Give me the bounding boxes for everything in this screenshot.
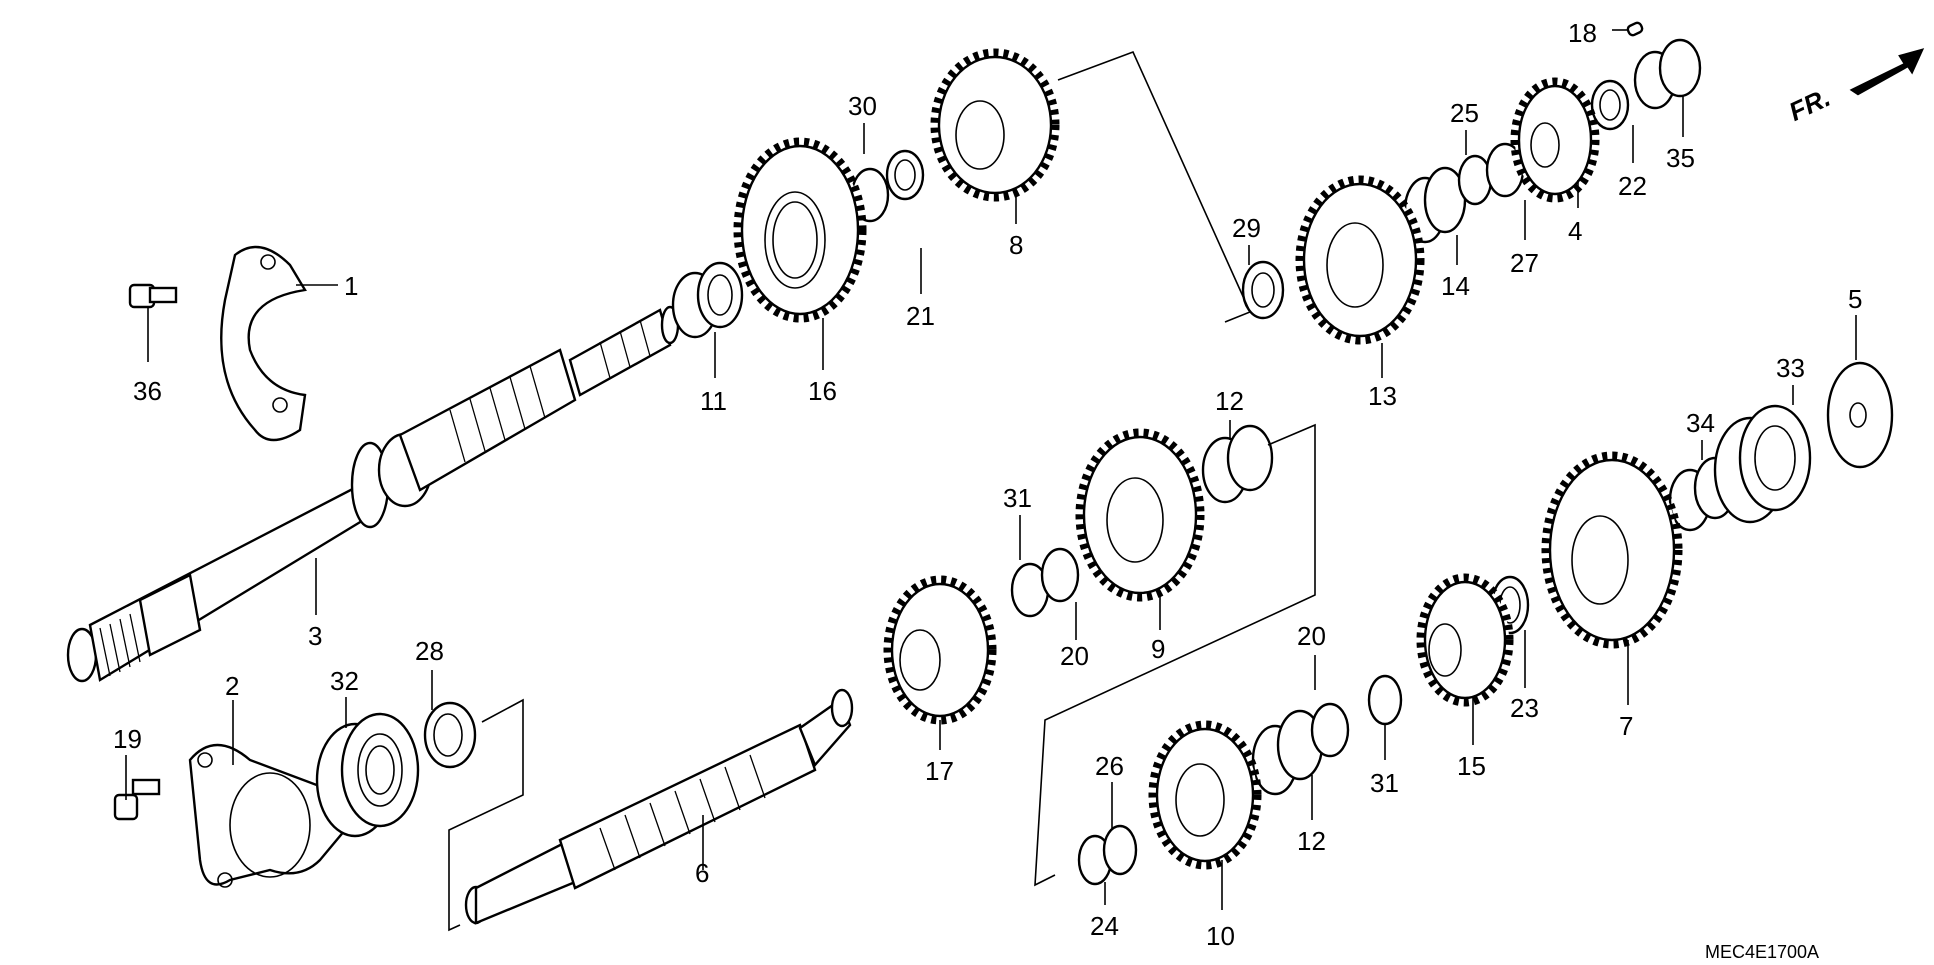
callout-17: 17 [925, 756, 954, 786]
bearing-32 [315, 712, 420, 838]
callout-10: 10 [1206, 921, 1235, 951]
washer-29 [1241, 260, 1285, 320]
diagram-code: MEC4E1700A [1705, 942, 1819, 962]
gear-8 [930, 48, 1060, 202]
front-direction-arrow: FR. [1784, 48, 1925, 127]
lock-washer-20-lower [1310, 702, 1350, 758]
bearing-12-upper [1201, 424, 1274, 504]
snap-ring-31-lower [1367, 674, 1403, 726]
callout-29: 29 [1232, 213, 1261, 243]
leader-lines [125, 29, 1857, 910]
callout-32: 32 [330, 666, 359, 696]
gear-13 [1295, 175, 1425, 345]
callout-14: 14 [1441, 271, 1470, 301]
lock-washer-20-upper [1040, 547, 1080, 603]
callout-2: 2 [225, 671, 239, 701]
gear-10 [1148, 720, 1262, 870]
assembly-lines [448, 50, 1316, 932]
callout-34: 34 [1686, 408, 1715, 438]
gear-7 [1541, 451, 1683, 649]
bolt-36 [128, 283, 178, 309]
callout-4: 4 [1568, 216, 1582, 246]
callout-22: 22 [1618, 171, 1647, 201]
callout-6: 6 [695, 858, 709, 888]
callout-19: 19 [113, 724, 142, 754]
bolt-19 [113, 778, 161, 821]
lock-washer-26 [1102, 824, 1138, 876]
lock-washer-25 [1457, 154, 1493, 206]
gear-17 [883, 575, 997, 725]
callout-1: 1 [344, 271, 358, 301]
callout-31-lower: 31 [1370, 768, 1399, 798]
callout-30: 30 [848, 91, 877, 121]
gear-4 [1510, 77, 1600, 203]
callout-12-lower: 12 [1297, 826, 1326, 856]
gear-15 [1416, 573, 1514, 707]
bearing-33 [1713, 404, 1812, 524]
callout-16: 16 [808, 376, 837, 406]
callout-35: 35 [1666, 143, 1695, 173]
front-direction-label: FR. [1784, 82, 1835, 127]
callout-3: 3 [308, 621, 322, 651]
callout-23: 23 [1510, 693, 1539, 723]
gear-16 [733, 137, 867, 323]
callout-25: 25 [1450, 98, 1479, 128]
callout-20-upper: 20 [1060, 641, 1089, 671]
bushing-11 [671, 261, 744, 339]
washer-22 [1590, 79, 1630, 131]
callout-9: 9 [1151, 634, 1165, 664]
callout-15: 15 [1457, 751, 1486, 781]
dowel-pin-18 [1626, 21, 1644, 37]
callout-24: 24 [1090, 911, 1119, 941]
washer-28 [423, 701, 477, 769]
callout-31-upper: 31 [1003, 483, 1032, 513]
callout-26: 26 [1095, 751, 1124, 781]
callout-28: 28 [415, 636, 444, 666]
setting-plate-1 [220, 245, 307, 442]
callout-12-upper: 12 [1215, 386, 1244, 416]
callout-27: 27 [1510, 248, 1539, 278]
callout-13: 13 [1368, 381, 1397, 411]
bushing-14 [1403, 166, 1467, 244]
mainshaft-part [66, 305, 680, 683]
callout-20-lower: 20 [1297, 621, 1326, 651]
callout-7: 7 [1619, 711, 1633, 741]
callout-labels: 1 2 3 4 5 6 7 8 9 10 11 12 12 13 14 15 1… [113, 18, 1862, 962]
callout-21: 21 [906, 301, 935, 331]
bearing-35 [1633, 38, 1702, 110]
oil-seal-5 [1826, 361, 1894, 469]
setting-plate-2 [188, 743, 350, 888]
countershaft-part [464, 688, 854, 925]
callout-36: 36 [133, 376, 162, 406]
gear-9 [1075, 428, 1205, 602]
washer-30 [885, 149, 925, 201]
callout-11: 11 [700, 386, 727, 416]
callout-33: 33 [1776, 353, 1805, 383]
callout-5: 5 [1848, 284, 1862, 314]
callout-18: 18 [1568, 18, 1597, 48]
callout-8: 8 [1009, 230, 1023, 260]
